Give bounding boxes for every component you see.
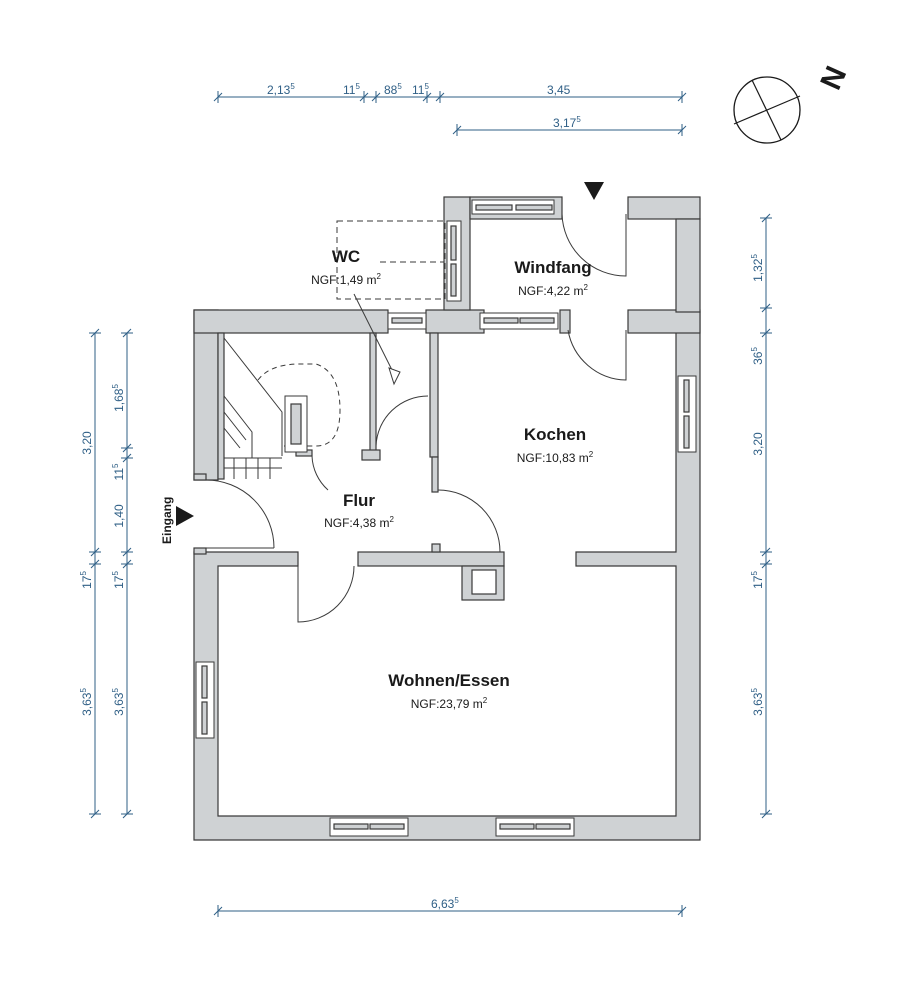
room-area: NGF:4,22 m2	[518, 283, 588, 298]
dim-left-inner-3: 1,40	[112, 504, 126, 528]
dim-bottom: 6,635	[431, 896, 459, 911]
dim-top-1: 2,135	[267, 82, 295, 97]
room-area: NGF:1,49 m2	[311, 272, 381, 287]
dim-right-2: 365	[750, 347, 765, 365]
stair-icon	[223, 337, 341, 479]
dimension-labels-left-outer: 3,20 175 3,635	[79, 431, 94, 716]
dimension-lines	[89, 91, 772, 917]
room-windfang: Windfang NGF:4,22 m2	[514, 258, 591, 298]
wc-outline	[336, 220, 446, 386]
dim-left-inner-5: 3,635	[111, 688, 126, 716]
dim-top-row2: 3,175	[553, 115, 581, 130]
dim-right-5: 3,635	[750, 688, 765, 716]
room-area: NGF:10,83 m2	[517, 450, 594, 465]
dim-top-5: 3,45	[547, 83, 571, 97]
dimension-labels-right: 1,325 365 3,20 175 3,635	[750, 254, 765, 716]
dim-left-outer-3: 3,635	[79, 688, 94, 716]
dim-top-2: 115	[343, 82, 360, 97]
dimension-labels-left-inner: 1,685 115 1,40 175 3,635	[111, 384, 126, 716]
dimension-labels-top: 2,135 115 885 115 3,45 3,175 6,635	[267, 82, 581, 911]
dim-right-1: 1,325	[750, 254, 765, 282]
room-area: NGF:23,79 m2	[411, 696, 488, 711]
window-icon	[195, 199, 697, 837]
windfang-arrow-icon	[584, 182, 604, 200]
dim-left-outer-1: 3,20	[80, 431, 94, 455]
dim-left-outer-2: 175	[79, 571, 94, 589]
room-wohnen-essen: Wohnen/Essen NGF:23,79 m2	[388, 671, 510, 711]
dim-right-4: 175	[750, 571, 765, 589]
room-name: Kochen	[524, 425, 586, 444]
room-labels: WC NGF:1,49 m2 Windfang NGF:4,22 m2 Koch…	[311, 247, 594, 711]
entrance-label: Eingang	[160, 497, 174, 544]
dim-top-3: 885	[384, 82, 402, 97]
room-name: Flur	[343, 491, 375, 510]
compass-north-label: N	[814, 61, 853, 94]
dim-left-inner-1: 1,685	[111, 384, 126, 412]
room-kochen: Kochen NGF:10,83 m2	[517, 425, 594, 465]
room-name: Wohnen/Essen	[388, 671, 510, 690]
room-flur: Flur NGF:4,38 m2	[324, 491, 394, 530]
room-name: Windfang	[514, 258, 591, 277]
room-area: NGF:4,38 m2	[324, 515, 394, 530]
door-swing-icon	[205, 213, 627, 623]
dim-left-inner-2: 115	[111, 463, 126, 480]
entrance-arrow-icon	[176, 506, 194, 526]
dim-top-4: 115	[412, 82, 429, 97]
dim-left-inner-4: 175	[111, 571, 126, 589]
compass-icon: N	[733, 61, 853, 144]
room-name: WC	[332, 247, 360, 266]
room-wc: WC NGF:1,49 m2	[311, 247, 381, 287]
dim-right-3: 3,20	[751, 432, 765, 456]
